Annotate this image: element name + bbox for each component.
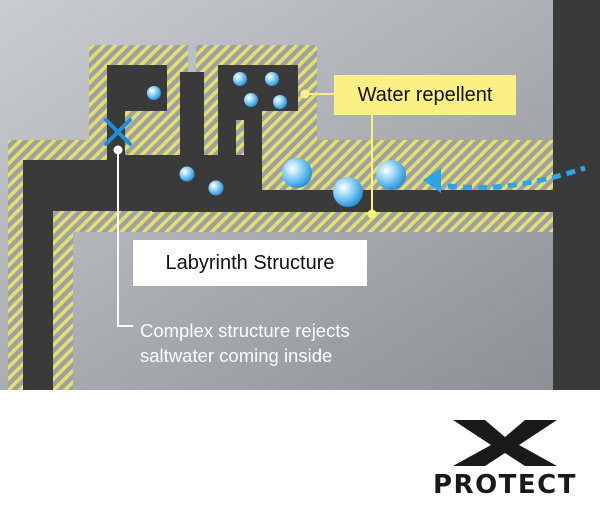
water-drop-icon [265,72,279,86]
water-drop-icon [233,72,247,86]
labyrinth-diagram [0,0,600,390]
description-line-1: Complex structure rejects [140,320,350,341]
water-drops [147,72,406,207]
x-protect-logo: PROTECT [425,418,585,503]
x-mark-icon [104,118,132,146]
logo-wordmark: PROTECT [433,470,577,500]
water-drop-icon [208,180,224,196]
description-text: Complex structure rejects saltwater comi… [140,318,440,368]
water-drop-icon [376,160,406,190]
labyrinth-structure-label: Labyrinth Structure [133,240,367,286]
labyrinth-structure-text: Labyrinth Structure [165,251,335,274]
description-leader [113,145,133,327]
description-line-2: saltwater coming inside [140,345,333,366]
water-drop-icon [179,166,195,182]
water-drop-icon [333,177,363,207]
x-emblem-icon [453,420,557,466]
leader-lines [300,89,377,219]
water-drop-icon [273,95,287,109]
flow-arrow-icon [423,165,586,193]
water-drop-icon [282,158,312,188]
right-wall [553,0,600,390]
water-repellent-label: Water repellent [334,75,516,115]
water-drop-icon [147,86,161,100]
gasket-border [8,45,553,390]
water-repellent-text: Water repellent [357,83,493,106]
water-drop-icon [244,93,258,107]
